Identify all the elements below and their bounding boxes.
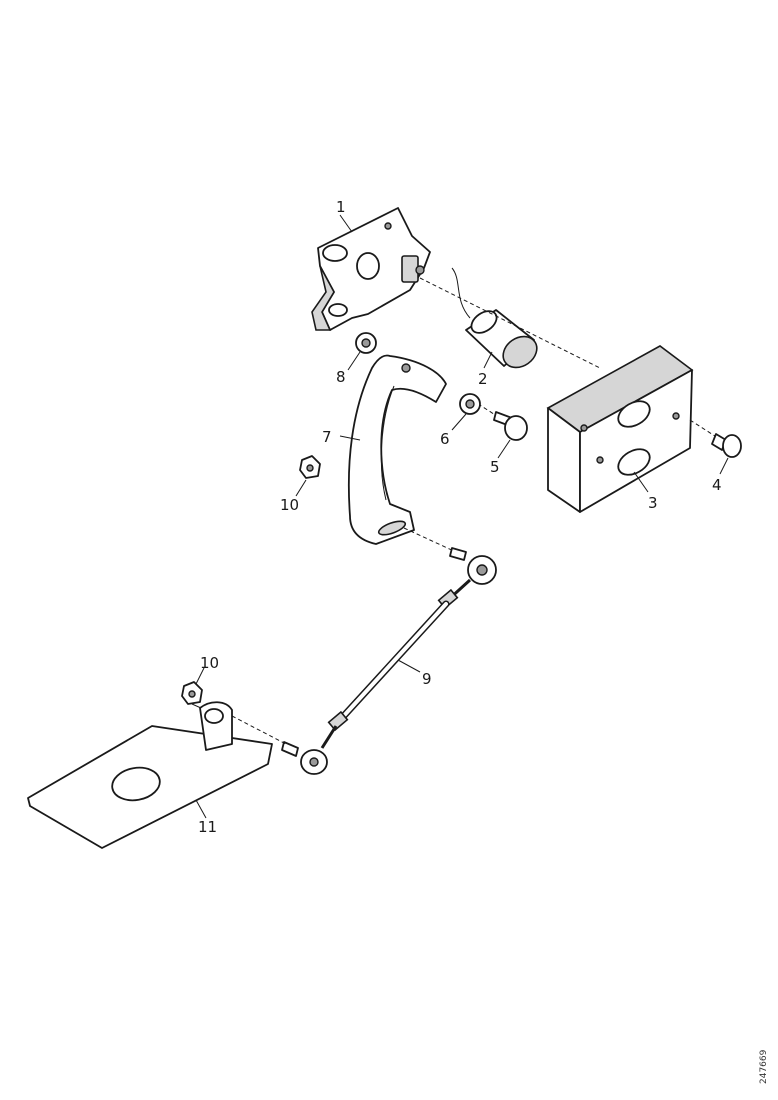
leader-lines <box>195 214 729 819</box>
part-10-nut-upper <box>299 455 321 479</box>
part-1-bracket <box>311 207 431 331</box>
part-7-pedal-arm <box>347 354 447 545</box>
part-8-washer <box>355 332 377 354</box>
part-5-bolt <box>471 399 528 441</box>
callout-10-lower: 10 <box>200 654 219 672</box>
part-4-screw <box>689 419 742 458</box>
callout-4: 4 <box>712 476 722 494</box>
callout-5: 5 <box>490 458 500 476</box>
dash-bracket-to-box <box>419 277 601 369</box>
callout-2: 2 <box>478 370 488 388</box>
callout-7: 7 <box>322 428 332 446</box>
part-11-pedal-plate <box>27 701 273 849</box>
callout-1: 1 <box>336 198 346 216</box>
callout-11: 11 <box>198 818 217 836</box>
callout-3: 3 <box>648 494 658 512</box>
part-2-cylinder <box>465 309 538 369</box>
callout-8: 8 <box>336 368 346 386</box>
callout-6: 6 <box>440 430 450 448</box>
part-3-cover-box <box>546 345 694 513</box>
callout-10-upper: 10 <box>280 496 299 514</box>
part-6-washer <box>459 393 481 415</box>
callout-9: 9 <box>422 670 432 688</box>
cable-line <box>451 267 471 319</box>
part-9-connecting-rod <box>231 527 497 775</box>
reference-code: 247669 <box>759 1049 769 1084</box>
